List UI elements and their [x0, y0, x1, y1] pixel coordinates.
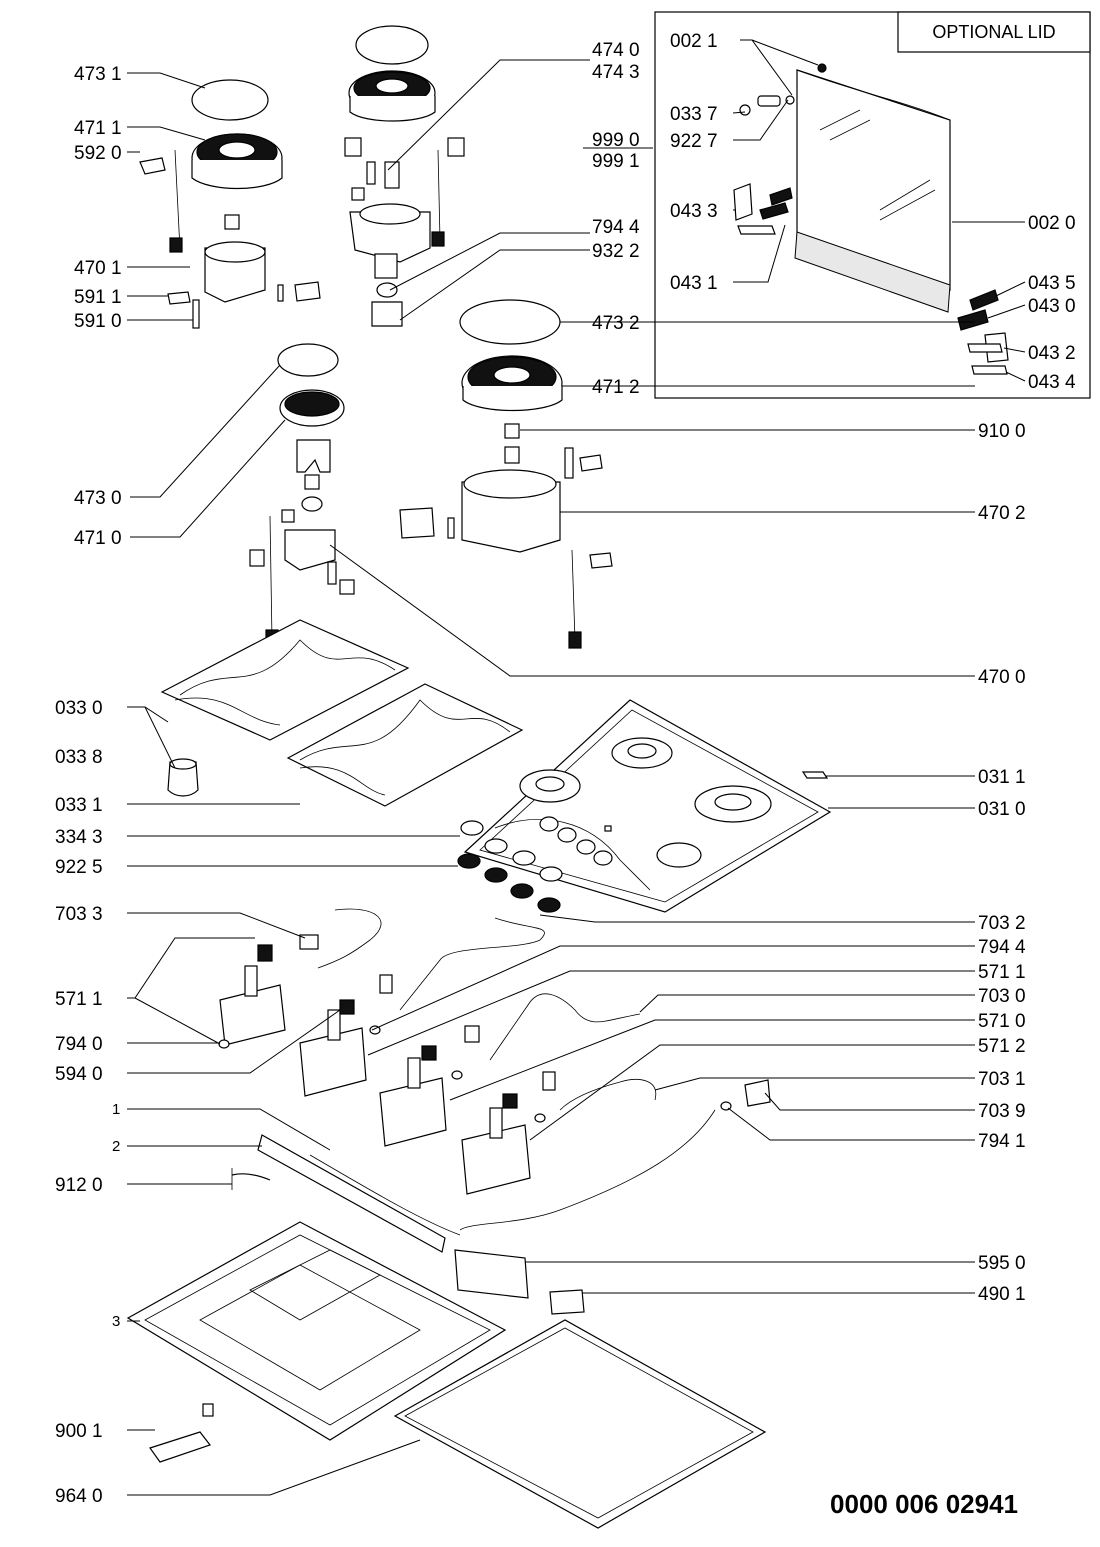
callout-labels: 473 1 471 1 592 0 470 1 591 1 591 0 474 …	[55, 31, 1076, 1507]
label-932-2: 932 2	[592, 241, 640, 262]
label-3: 3	[112, 1313, 120, 1330]
label-471-2: 471 2	[592, 377, 640, 398]
label-470-2: 470 2	[978, 503, 1026, 524]
label-473-2: 473 2	[592, 313, 640, 334]
label-964-0: 964 0	[55, 1486, 103, 1507]
label-794-4-top: 794 4	[592, 217, 640, 238]
label-703-9: 703 9	[978, 1101, 1026, 1122]
label-910-0: 910 0	[978, 421, 1026, 442]
label-033-8: 033 8	[55, 747, 103, 768]
label-900-1: 900 1	[55, 1421, 103, 1442]
label-473-0: 473 0	[74, 488, 122, 509]
label-043-1: 043 1	[670, 273, 718, 294]
label-033-0: 033 0	[55, 698, 103, 719]
label-703-2: 703 2	[978, 913, 1026, 934]
parts-artwork	[126, 25, 832, 1529]
optional-lid-box: OPTIONAL LID	[654, 11, 1091, 399]
seal-gasket-part	[393, 1319, 767, 1529]
leader-lines	[127, 39, 1026, 1496]
label-043-0: 043 0	[1028, 296, 1076, 317]
label-571-0: 571 0	[978, 1011, 1026, 1032]
label-043-3: 043 3	[670, 201, 718, 222]
optional-lid-title: OPTIONAL LID	[932, 22, 1055, 42]
label-592-0: 592 0	[74, 143, 122, 164]
label-999-1: 999 1	[592, 151, 640, 172]
label-594-0: 594 0	[55, 1064, 103, 1085]
label-2: 2	[112, 1138, 120, 1155]
label-002-1: 002 1	[670, 31, 718, 52]
label-470-0: 470 0	[978, 667, 1026, 688]
label-031-1: 031 1	[978, 767, 1026, 788]
bottom-tray-part	[126, 1221, 507, 1441]
label-474-0: 474 0	[592, 40, 640, 61]
label-794-1: 794 1	[978, 1131, 1026, 1152]
label-471-0: 471 0	[74, 528, 122, 549]
label-703-3: 703 3	[55, 904, 103, 925]
label-031-0: 031 0	[978, 799, 1026, 820]
label-703-1: 703 1	[978, 1069, 1026, 1090]
gas-valve-part	[219, 944, 286, 1046]
label-002-0: 002 0	[1028, 213, 1076, 234]
label-571-1-right: 571 1	[978, 962, 1026, 983]
label-591-1: 591 1	[74, 287, 122, 308]
label-043-5: 043 5	[1028, 273, 1076, 294]
label-043-2: 043 2	[1028, 343, 1076, 364]
label-999-0: 999 0	[592, 130, 640, 151]
label-912-0: 912 0	[55, 1175, 103, 1196]
label-794-0: 794 0	[55, 1034, 103, 1055]
label-571-2: 571 2	[978, 1036, 1026, 1057]
label-591-0: 591 0	[74, 311, 122, 332]
label-1: 1	[112, 1101, 120, 1118]
label-033-1: 033 1	[55, 795, 103, 816]
label-033-7: 033 7	[670, 104, 718, 125]
label-922-5: 922 5	[55, 857, 103, 878]
label-794-4-mid: 794 4	[978, 937, 1026, 958]
label-334-3: 334 3	[55, 827, 103, 848]
burner-cap-part	[191, 79, 269, 121]
label-595-0: 595 0	[978, 1253, 1026, 1274]
label-471-1: 471 1	[74, 118, 122, 139]
label-490-1: 490 1	[978, 1284, 1026, 1305]
label-043-4: 043 4	[1028, 372, 1076, 393]
label-703-0: 703 0	[978, 986, 1026, 1007]
document-number: 0000 006 02941	[830, 1489, 1018, 1519]
label-474-3: 474 3	[592, 62, 640, 83]
label-571-1-left: 571 1	[55, 989, 103, 1010]
label-922-7: 922 7	[670, 131, 718, 152]
label-473-1: 473 1	[74, 64, 122, 85]
label-470-1: 470 1	[74, 258, 122, 279]
